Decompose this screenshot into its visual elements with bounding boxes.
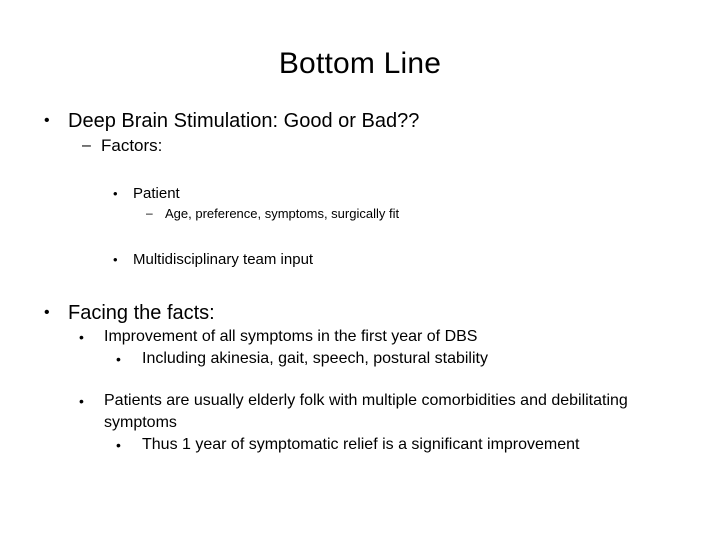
bullet-icon: • bbox=[113, 186, 118, 201]
spacer bbox=[0, 223, 720, 249]
bullet-icon: • bbox=[113, 252, 118, 267]
list-item-label: Including akinesia, gait, speech, postur… bbox=[142, 350, 488, 367]
list-item: • Patients are usually elderly folk with… bbox=[0, 390, 720, 434]
dash-icon: – bbox=[82, 137, 91, 154]
bullet-icon: • bbox=[116, 351, 121, 367]
list-item: • Facing the facts: bbox=[0, 300, 720, 326]
list-item-label: Factors: bbox=[101, 136, 163, 155]
list-item: • Patient bbox=[0, 183, 720, 204]
list-item-label: Thus 1 year of symptomatic relief is a s… bbox=[142, 436, 580, 453]
bullet-icon: • bbox=[116, 437, 121, 453]
list-item: – Age, preference, symptoms, surgically … bbox=[0, 204, 720, 223]
list-item-label: Improvement of all symptoms in the first… bbox=[104, 328, 478, 345]
spacer bbox=[0, 270, 720, 300]
list-item-label: Patient bbox=[133, 185, 180, 202]
spacer bbox=[0, 157, 720, 183]
list-item: • Deep Brain Stimulation: Good or Bad?? bbox=[0, 108, 720, 134]
page-title: Bottom Line bbox=[278, 47, 442, 80]
bullet-icon: • bbox=[79, 393, 84, 409]
list-item-label: Facing the facts: bbox=[68, 302, 215, 324]
list-item: • Including akinesia, gait, speech, post… bbox=[0, 348, 720, 370]
bullet-icon: • bbox=[44, 112, 50, 129]
list-item-label: Age, preference, symptoms, surgically fi… bbox=[165, 206, 400, 221]
list-item: • Multidisciplinary team input bbox=[0, 249, 720, 270]
list-item-label: Multidisciplinary team input bbox=[133, 251, 314, 268]
list-item-label: Deep Brain Stimulation: Good or Bad?? bbox=[68, 110, 420, 132]
slide-body: • Deep Brain Stimulation: Good or Bad?? … bbox=[0, 108, 720, 456]
bullet-icon: • bbox=[44, 304, 50, 321]
list-item: • Improvement of all symptoms in the fir… bbox=[0, 326, 720, 348]
list-item: • Thus 1 year of symptomatic relief is a… bbox=[0, 434, 720, 456]
list-item: – Factors: bbox=[0, 134, 720, 157]
bullet-icon: • bbox=[79, 329, 84, 345]
spacer bbox=[0, 370, 720, 390]
dash-icon: – bbox=[146, 206, 153, 220]
list-item-label: Patients are usually elderly folk with m… bbox=[104, 392, 628, 431]
